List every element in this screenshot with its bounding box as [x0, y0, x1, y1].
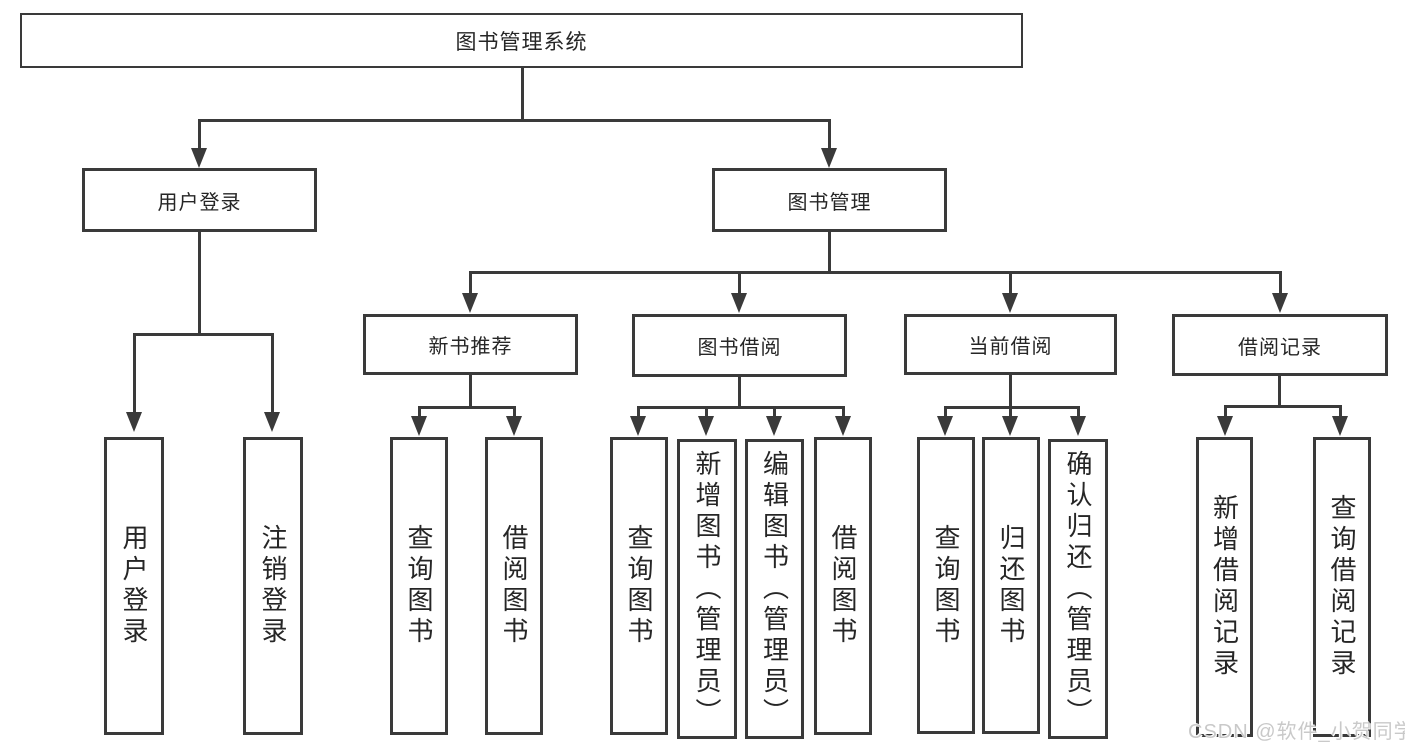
- csdn-watermark: CSDN @软件_小贺同学: [1188, 721, 1405, 743]
- node-add-books-admin: 新增图书（管理员）: [677, 439, 737, 739]
- arrow-down-icon: [766, 416, 782, 436]
- arrow-down-icon: [731, 293, 747, 313]
- node-borrow-books-recommend: 借阅图书: [485, 437, 543, 735]
- connector-drop: [1009, 271, 1012, 294]
- node-query-borrow-record: 查询借阅记录: [1313, 437, 1371, 737]
- connector-rail: [469, 271, 1282, 274]
- connector-drop: [418, 406, 421, 417]
- arrow-down-icon: [630, 416, 646, 436]
- arrow-down-icon: [937, 416, 953, 436]
- node-label: 当前借阅: [968, 336, 1053, 358]
- arrow-down-icon: [1070, 416, 1086, 436]
- connector-rail: [1224, 405, 1342, 408]
- connector-stem: [198, 232, 201, 336]
- node-label: 确认归还（管理员）: [1063, 449, 1093, 729]
- node-label: 查询图书: [624, 524, 654, 648]
- connector-stem: [1278, 376, 1281, 407]
- connector-root-stem: [521, 67, 524, 122]
- connector-stem: [738, 377, 741, 408]
- arrow-down-icon: [1217, 416, 1233, 436]
- arrow-down-icon: [1002, 416, 1018, 436]
- node-query-books-borrow: 查询图书: [610, 437, 668, 735]
- node-borrow-books: 借阅图书: [814, 437, 872, 735]
- connector-user-login-drop: [198, 119, 201, 149]
- connector-drop: [469, 271, 472, 294]
- node-label: 新书推荐: [428, 336, 513, 358]
- connector-book-management-drop: [828, 119, 831, 149]
- node-label: 图书借阅: [697, 337, 782, 359]
- connector-drop: [637, 406, 640, 417]
- node-query-books-current: 查询图书: [917, 437, 975, 734]
- arrow-down-icon: [411, 416, 427, 436]
- connector-drop: [1077, 406, 1080, 417]
- node-book-borrowing: 图书借阅: [632, 314, 847, 377]
- node-label: 新增借阅记录: [1209, 494, 1240, 680]
- node-current-borrowing: 当前借阅: [904, 314, 1117, 375]
- node-return-books: 归还图书: [982, 437, 1040, 734]
- node-label: 查询图书: [404, 524, 434, 648]
- arrow-down-icon: [506, 416, 522, 436]
- arrow-down-icon: [1332, 416, 1348, 436]
- connector-level1-rail: [198, 119, 831, 122]
- connector-stem: [828, 232, 831, 273]
- connector-drop: [944, 406, 947, 417]
- arrow-down-icon: [698, 416, 714, 436]
- connector-drop: [842, 406, 845, 417]
- arrow-down-icon: [821, 148, 837, 168]
- arrow-down-icon: [1002, 293, 1018, 313]
- connector-drop: [738, 271, 741, 294]
- node-user-login: 用户登录: [82, 168, 317, 232]
- node-borrowing-records: 借阅记录: [1172, 314, 1388, 376]
- node-label: 借阅图书: [499, 524, 529, 648]
- connector-stem: [469, 375, 472, 408]
- arrow-down-icon: [126, 412, 142, 432]
- node-label: 用户登录: [157, 191, 242, 214]
- node-label: 图书管理: [787, 191, 872, 214]
- arrow-down-icon: [191, 148, 207, 168]
- connector-drop: [773, 406, 776, 417]
- arrow-down-icon: [264, 412, 280, 432]
- node-new-book-recommendation: 新书推荐: [363, 314, 578, 375]
- connector-drop: [133, 333, 136, 413]
- arrow-down-icon: [835, 416, 851, 436]
- node-logout: 注销登录: [243, 437, 303, 735]
- node-label: 归还图书: [996, 523, 1026, 648]
- connector-stem: [1009, 375, 1012, 408]
- connector-drop: [513, 406, 516, 417]
- node-label: 注销登录: [258, 524, 288, 648]
- arrow-down-icon: [1272, 293, 1288, 313]
- node-label: 借阅记录: [1238, 336, 1322, 359]
- node-label: 编辑图书（管理员）: [759, 449, 790, 729]
- connector-rail: [944, 406, 1080, 409]
- connector-rail: [418, 406, 516, 409]
- connector-drop: [1009, 406, 1012, 417]
- node-label: 查询图书: [931, 523, 961, 648]
- connector-rail: [637, 406, 845, 409]
- connector-drop: [705, 406, 708, 417]
- node-label: 新增图书（管理员）: [692, 449, 722, 729]
- node-label: 图书管理系统: [455, 30, 588, 54]
- node-confirm-return-admin: 确认归还（管理员）: [1048, 439, 1108, 739]
- connector-drop: [1339, 405, 1342, 417]
- node-edit-books-admin: 编辑图书（管理员）: [745, 439, 804, 739]
- node-user-login-leaf: 用户登录: [104, 437, 164, 735]
- connector-drop: [1279, 271, 1282, 294]
- node-add-borrow-record: 新增借阅记录: [1196, 437, 1253, 737]
- node-book-management: 图书管理: [712, 168, 947, 232]
- connector-rail: [133, 333, 274, 336]
- node-query-books-recommend: 查询图书: [390, 437, 448, 735]
- connector-drop: [1224, 405, 1227, 417]
- arrow-down-icon: [462, 293, 478, 313]
- node-label: 查询借阅记录: [1327, 494, 1357, 680]
- node-library-management-system: 图书管理系统: [20, 13, 1023, 68]
- connector-drop: [271, 333, 274, 413]
- node-label: 借阅图书: [828, 524, 858, 648]
- node-label: 用户登录: [119, 524, 149, 648]
